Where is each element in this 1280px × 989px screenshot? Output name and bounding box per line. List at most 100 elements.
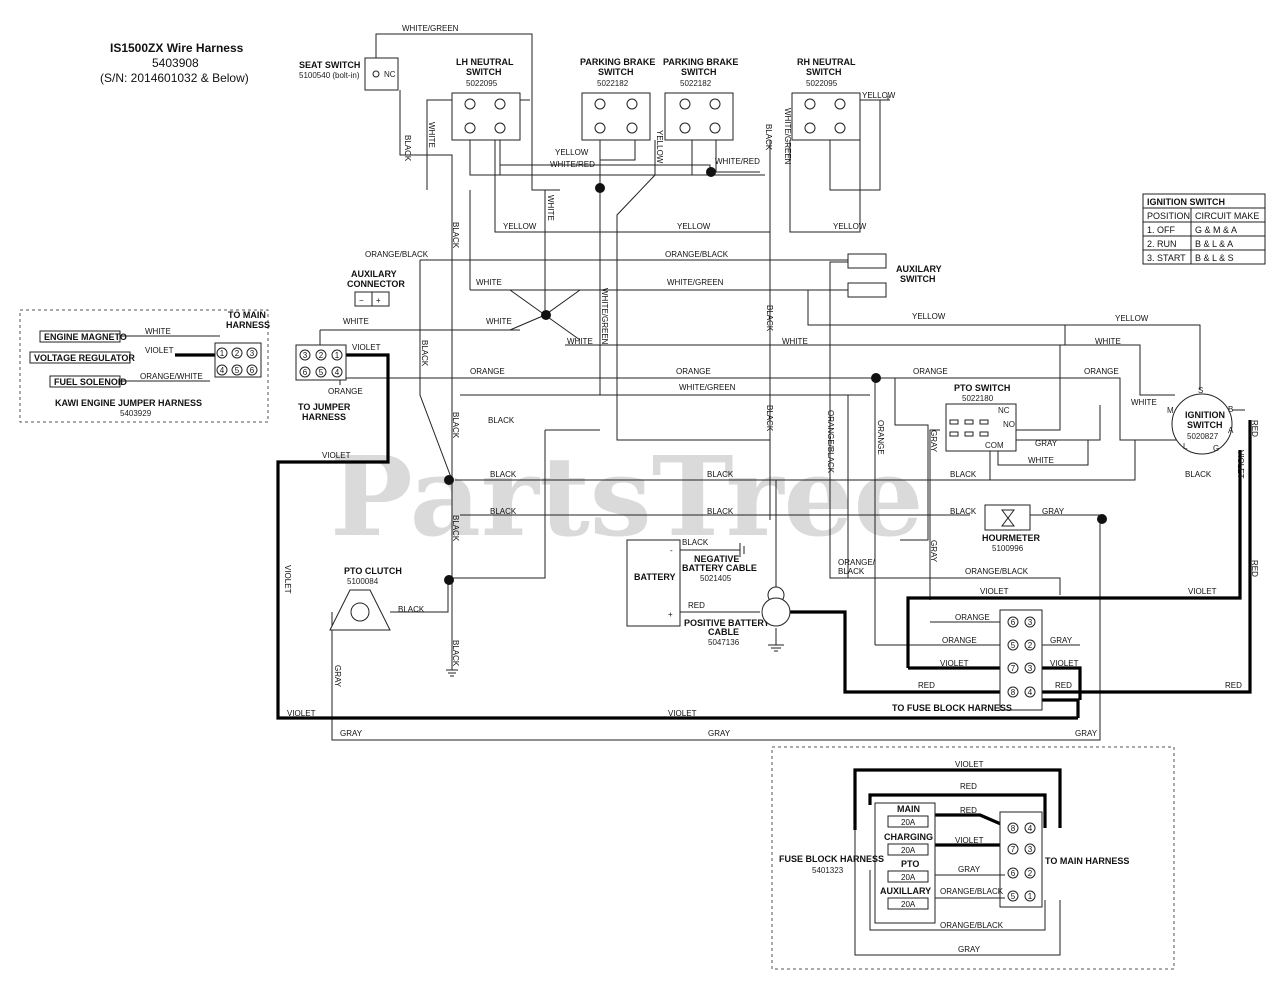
fuse-rating: 20A xyxy=(901,846,916,855)
svg-text:AUXILARY: AUXILARY xyxy=(896,264,942,274)
wire-label: ORANGE/BLACK xyxy=(365,250,429,259)
svg-text:8: 8 xyxy=(1011,688,1016,697)
svg-text:ENGINE MAGNETO: ENGINE MAGNETO xyxy=(44,332,127,342)
wire-label: BLACK xyxy=(950,507,977,516)
fuse-block-harness: FUSE BLOCK HARNESS 5401323 TO MAIN HARNE… xyxy=(771,746,1175,970)
thick-wires xyxy=(175,353,1252,847)
svg-text:5401323: 5401323 xyxy=(812,866,844,875)
fuse-label: AUXILLARY xyxy=(880,886,931,896)
svg-text:NEGATIVE: NEGATIVE xyxy=(694,554,739,564)
svg-text:L: L xyxy=(1183,442,1188,451)
kawi-engine-jumper-harness: ENGINE MAGNETO VOLTAGE REGULATOR FUEL SO… xyxy=(19,309,270,423)
seat-switch-part: 5100540 (bolt-in) xyxy=(299,71,360,80)
svg-text:VOLTAGE REGULATOR: VOLTAGE REGULATOR xyxy=(34,353,135,363)
lh-neutral-label: LH NEUTRAL xyxy=(456,57,514,67)
wire-label: VIOLET xyxy=(1188,587,1217,596)
ignition-table-cell: 2. RUN xyxy=(1147,239,1177,249)
svg-text:GRAY: GRAY xyxy=(333,665,342,688)
svg-text:5: 5 xyxy=(319,368,324,377)
svg-text:HARNESS: HARNESS xyxy=(226,320,270,330)
svg-text:SWITCH: SWITCH xyxy=(806,67,842,77)
connector-pins: 3 2 1 6 5 4 1 2 3 4 5 6 6 5 7 8 3 2 3 4 … xyxy=(216,347,1036,902)
svg-text:COM: COM xyxy=(985,441,1004,450)
svg-text:7: 7 xyxy=(1011,845,1016,854)
svg-text:3: 3 xyxy=(1028,618,1033,627)
wire-label: BLACK xyxy=(950,470,977,479)
wire-label: WHITE xyxy=(1131,398,1157,407)
wire-label: ORANGE/BLACK xyxy=(965,567,1029,576)
wire-label: WHITE/GREEN xyxy=(679,383,736,392)
wire-label: WHITE xyxy=(343,317,369,326)
wire-label: WHITE/GREEN xyxy=(667,278,724,287)
pto-switch: NC NO COM PTO SWITCH 5022180 xyxy=(945,383,1017,452)
svg-text:POSITIVE BATTERY: POSITIVE BATTERY xyxy=(684,618,770,628)
wire-label: RED xyxy=(918,681,935,690)
svg-text:5022095: 5022095 xyxy=(466,79,498,88)
svg-text:4: 4 xyxy=(335,368,340,377)
svg-text:5022182: 5022182 xyxy=(680,79,712,88)
svg-text:SWITCH: SWITCH xyxy=(681,67,717,77)
wire-label: YELLOW xyxy=(862,91,896,100)
parking-brake-switch-2: PARKING BRAKE SWITCH 5022182 xyxy=(663,57,738,141)
wire-label: VIOLET xyxy=(955,760,984,769)
svg-text:PTO SWITCH: PTO SWITCH xyxy=(954,383,1010,393)
svg-text:ORANGE/WHITE: ORANGE/WHITE xyxy=(140,372,203,381)
wire-label: BLACK xyxy=(682,538,709,547)
svg-text:3: 3 xyxy=(1028,845,1033,854)
wire-label: ORANGE xyxy=(1084,367,1119,376)
svg-text:2: 2 xyxy=(319,351,324,360)
svg-text:1: 1 xyxy=(1028,892,1033,901)
wire-label: GRAY xyxy=(340,729,363,738)
svg-text:ORANGE/BLACK: ORANGE/BLACK xyxy=(826,410,835,474)
wire-label: BLACK xyxy=(707,507,734,516)
wire-label: YELLOW xyxy=(555,148,589,157)
svg-text:ORANGE: ORANGE xyxy=(876,420,885,455)
svg-text:G: G xyxy=(1213,444,1219,453)
svg-text:5022095: 5022095 xyxy=(806,79,838,88)
svg-text:5100996: 5100996 xyxy=(992,544,1024,553)
wire-label: RED xyxy=(960,806,977,815)
wire-label: BLACK xyxy=(488,416,515,425)
wire-label: ORANGE xyxy=(328,387,363,396)
svg-text:GRAY: GRAY xyxy=(929,540,938,563)
svg-text:BLACK: BLACK xyxy=(451,222,460,249)
fuse-label: MAIN xyxy=(897,804,920,814)
svg-text:RED: RED xyxy=(1250,420,1259,437)
ignition-table: IGNITION SWITCH POSITION CIRCUIT MAKE 1.… xyxy=(1142,193,1266,265)
auxiliary-switch: AUXILARY SWITCH xyxy=(847,253,942,298)
ignition-table-cell: G & M & A xyxy=(1195,225,1237,235)
wire-label: BLACK xyxy=(398,605,425,614)
wire-label: BLACK xyxy=(490,507,517,516)
svg-text:WHITE: WHITE xyxy=(145,327,171,336)
svg-text:SWITCH: SWITCH xyxy=(1187,420,1223,430)
svg-text:BLACK: BLACK xyxy=(765,305,774,332)
svg-text:+: + xyxy=(668,610,673,619)
parking-brake-switch-1: PARKING BRAKE SWITCH 5022182 xyxy=(580,57,655,141)
wire-label: GRAY xyxy=(958,865,981,874)
svg-text:YELLOW: YELLOW xyxy=(655,130,664,164)
diagram-part-number: 5403908 xyxy=(152,56,199,70)
wire-label: GRAY xyxy=(708,729,731,738)
svg-text:TO JUMPER: TO JUMPER xyxy=(298,402,351,412)
diagram-serial: (S/N: 2014601032 & Below) xyxy=(100,71,249,85)
wire-label: GRAY xyxy=(958,945,981,954)
svg-text:HOURMETER: HOURMETER xyxy=(982,533,1040,543)
auxiliary-connector: − + AUXILARY CONNECTOR xyxy=(347,269,405,307)
battery: BATTERY - + NEGATIVE BATTERY CABLE 50214… xyxy=(626,539,770,647)
svg-text:7: 7 xyxy=(1011,664,1016,673)
wire-label: WHITE xyxy=(567,337,593,346)
svg-text:NO: NO xyxy=(1003,420,1015,429)
ignition-switch: IGNITION SWITCH 5020827 S M B L G A xyxy=(1167,386,1234,455)
svg-text:4: 4 xyxy=(220,366,225,375)
wire-label: VIOLET xyxy=(352,343,381,352)
wire-label: ORANGE xyxy=(470,367,505,376)
ignition-table-cell: B & L & A xyxy=(1195,239,1233,249)
svg-text:VIOLET: VIOLET xyxy=(283,565,292,594)
wire-label: WHITE xyxy=(1028,456,1054,465)
ignition-table-header-circuit: CIRCUIT MAKE xyxy=(1195,211,1259,221)
svg-text:4: 4 xyxy=(1028,688,1033,697)
wire-label: YELLOW xyxy=(912,312,946,321)
wire-label: ORANGE/BLACK xyxy=(940,921,1004,930)
wire-label: ORANGE/BLACK xyxy=(665,250,729,259)
svg-text:5403929: 5403929 xyxy=(120,409,152,418)
